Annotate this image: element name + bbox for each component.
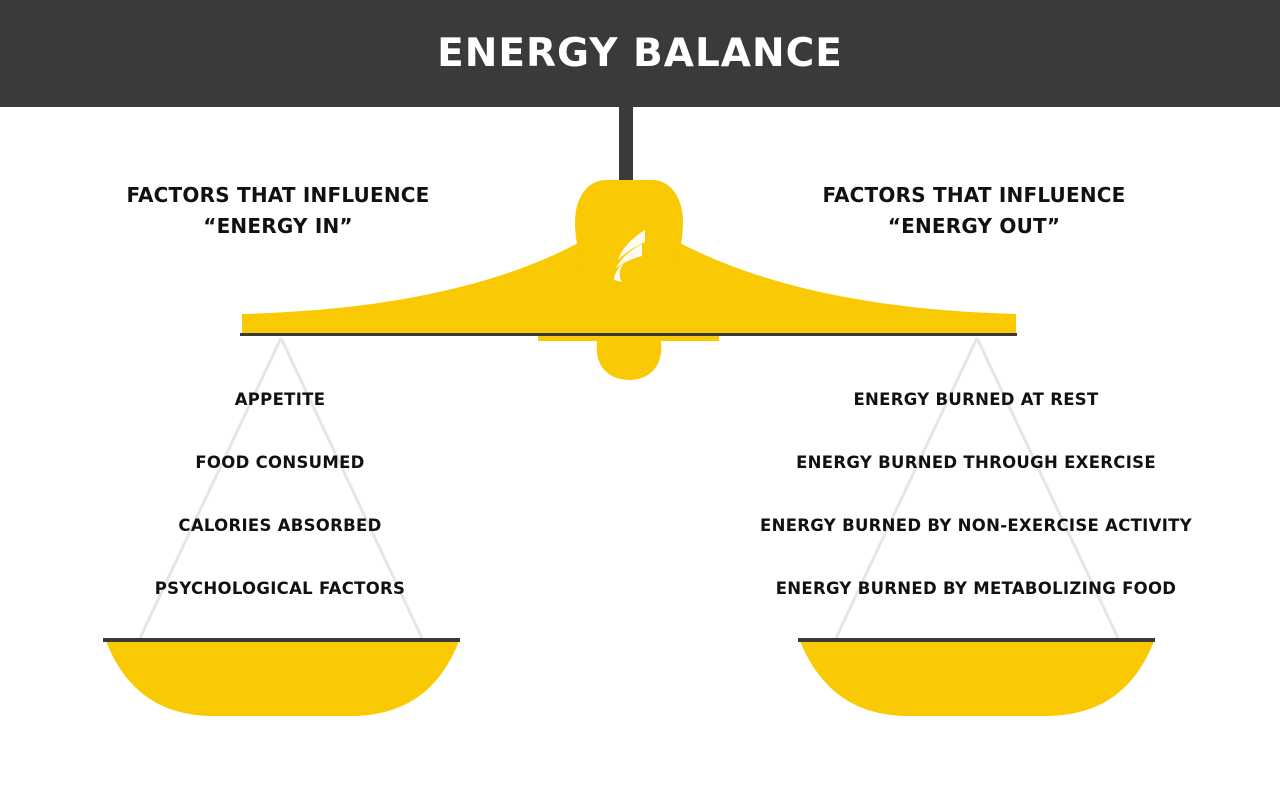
energy-in-factor: PSYCHOLOGICAL FACTORS [154,579,406,598]
left-string-b [279,337,424,639]
beam-underline [240,333,1017,336]
beam-body [242,242,1016,334]
energy-out-heading: FACTORS THAT INFLUENCE “ENERGY OUT” [774,180,1174,242]
left-pan-rim [103,638,460,642]
wing-logo-icon [614,230,645,282]
left-pan [106,641,459,716]
energy-out-factor: ENERGY BURNED THROUGH EXERCISE [796,453,1156,472]
energy-in-factor: CALORIES ABSORBED [178,516,382,535]
energy-out-factor: ENERGY BURNED BY METABOLIZING FOOD [775,579,1177,598]
right-string-a [834,337,979,639]
pivot-knob [596,336,662,380]
pivot-plate [538,334,719,341]
energy-in-heading-line2: “ENERGY IN” [203,214,353,238]
energy-in-heading: FACTORS THAT INFLUENCE “ENERGY IN” [78,180,478,242]
right-pan [800,641,1154,716]
left-string-a [138,337,283,639]
energy-in-factor: FOOD CONSUMED [195,453,365,472]
right-string-b [975,337,1120,639]
energy-in-heading-line1: FACTORS THAT INFLUENCE [126,183,430,207]
energy-out-factor: ENERGY BURNED BY NON-EXERCISE ACTIVITY [760,516,1192,535]
energy-in-factor: APPETITE [234,390,326,409]
energy-out-heading-line2: “ENERGY OUT” [887,214,1061,238]
header-bar: ENERGY BALANCE [0,0,1280,107]
page-title: ENERGY BALANCE [437,31,843,76]
right-pan-rim [798,638,1155,642]
beam-head [575,180,683,270]
hanging-rod [619,105,633,180]
energy-out-factor: ENERGY BURNED AT REST [853,390,1099,409]
energy-out-heading-line1: FACTORS THAT INFLUENCE [822,183,1126,207]
